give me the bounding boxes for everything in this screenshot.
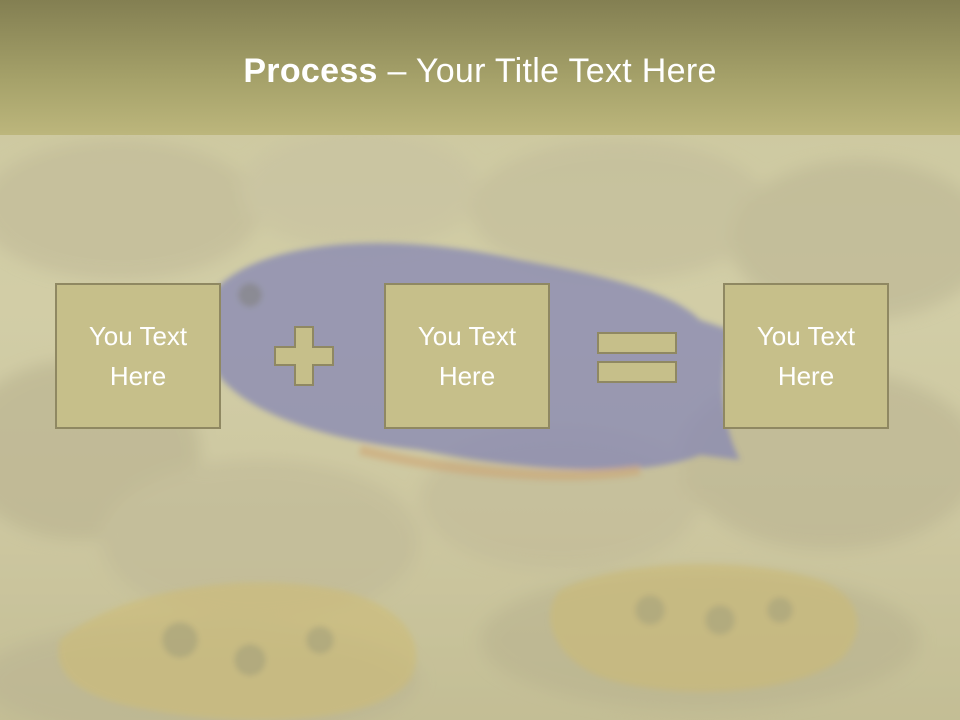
title-band	[0, 0, 960, 135]
process-box-3[interactable]: You Text Here	[723, 283, 889, 429]
process-box-3-text: You Text Here	[756, 321, 856, 391]
process-box-1[interactable]: You Text Here	[55, 283, 221, 429]
slide-title: Process – Your Title Text Here	[0, 52, 960, 91]
process-box-2[interactable]: You Text Here	[384, 283, 550, 429]
plus-icon	[274, 326, 334, 386]
title-bold-text: Process	[243, 52, 378, 90]
process-box-2-text: You Text Here	[417, 321, 517, 391]
equals-icon	[597, 332, 677, 383]
title-rest-text: – Your Title Text Here	[377, 52, 717, 90]
process-box-1-text: You Text Here	[88, 321, 188, 391]
